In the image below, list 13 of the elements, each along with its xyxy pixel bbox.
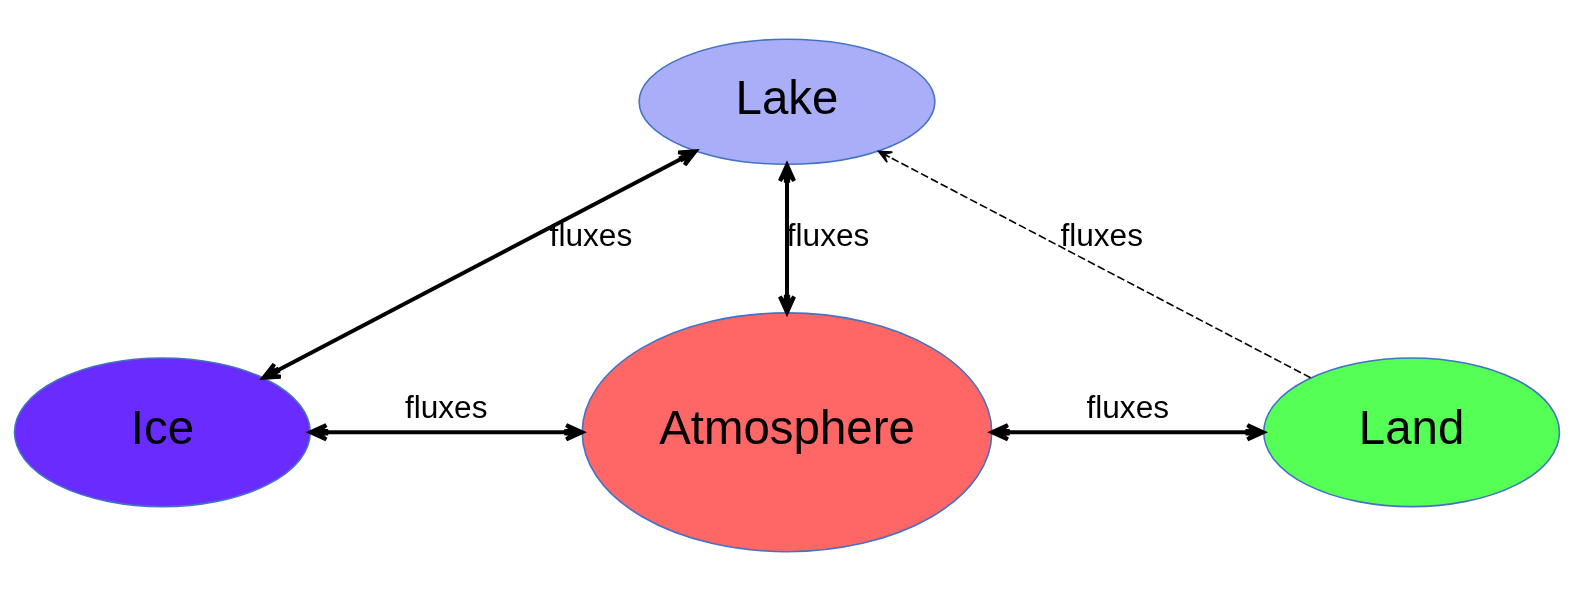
node-ellipse: Ice (13, 356, 312, 507)
arrow (777, 162, 797, 314)
edge-label: fluxes (1060, 216, 1143, 253)
edge-label: fluxes (786, 216, 870, 253)
node-ellipse: Atmosphere (581, 311, 993, 552)
edge-label: fluxes (1086, 388, 1170, 425)
arrow (877, 150, 1312, 379)
arrow (308, 422, 585, 441)
arrow (261, 148, 698, 380)
edge-label: fluxes (549, 216, 633, 253)
node-ellipse: Land (1263, 356, 1561, 507)
arrow (990, 422, 1266, 441)
edge-label: fluxes (404, 388, 488, 425)
